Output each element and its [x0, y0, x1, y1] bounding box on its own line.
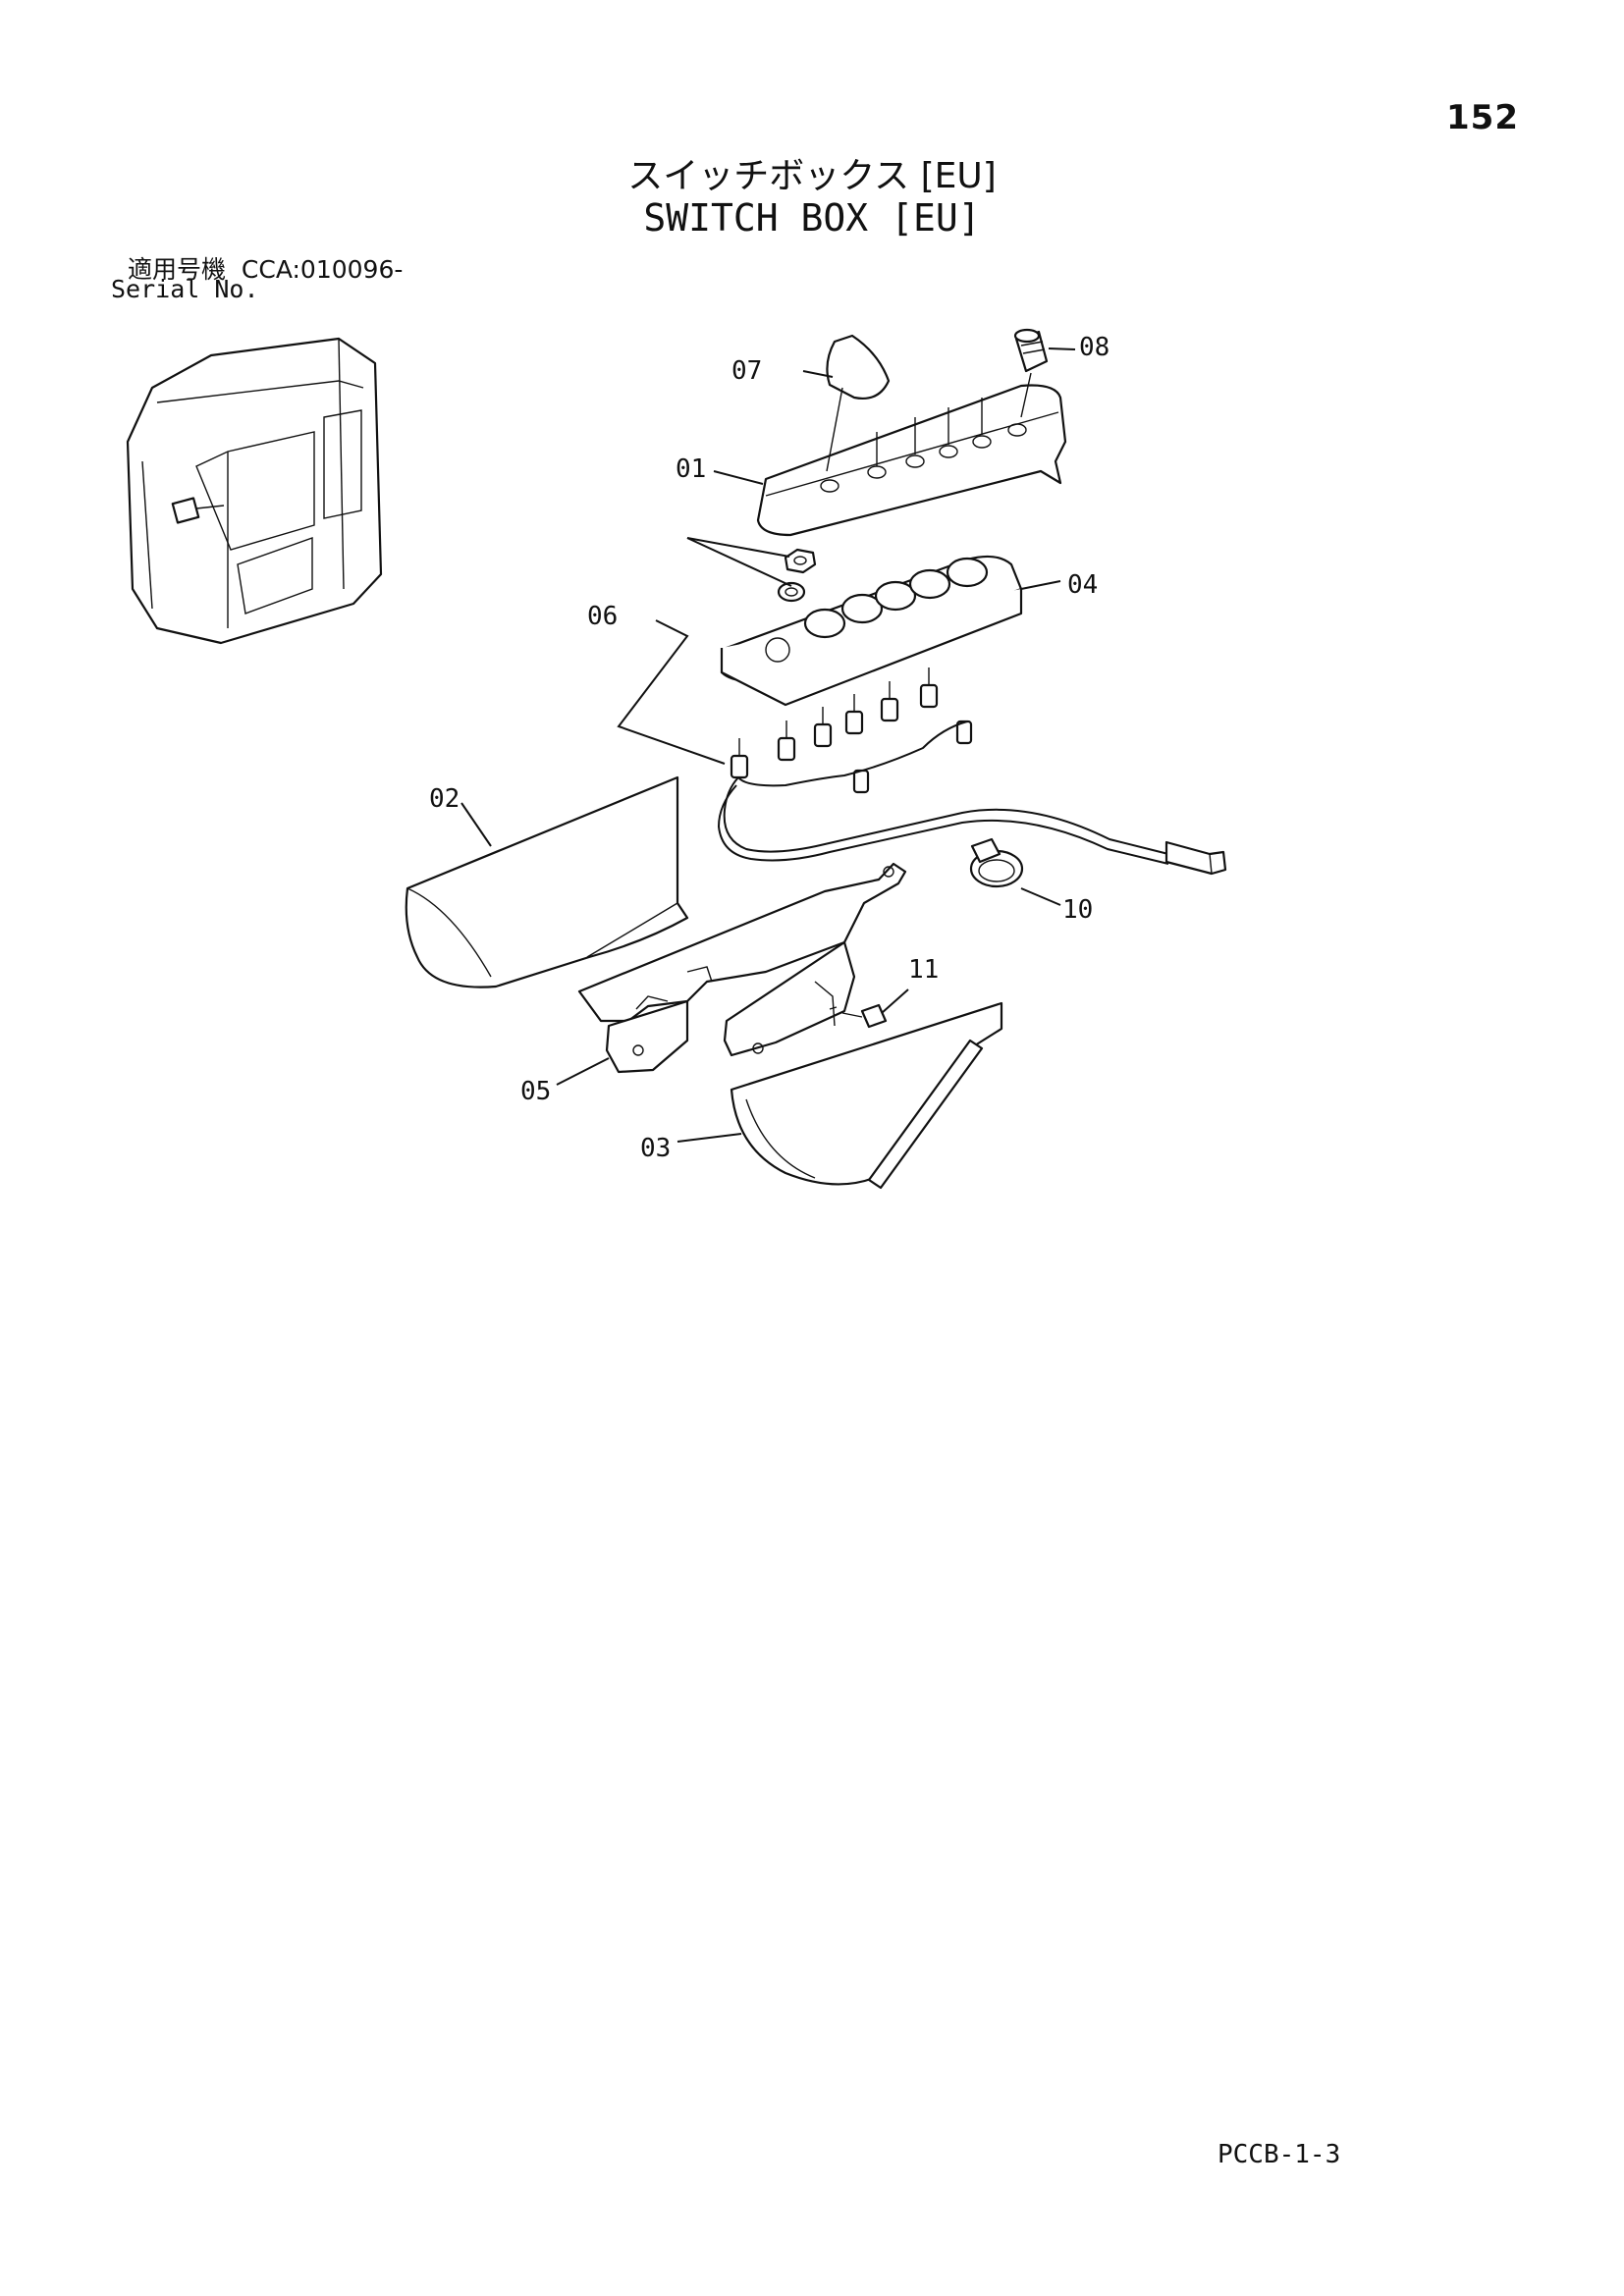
part-05-bracket	[577, 862, 907, 1074]
serial-value: CCA:010096-	[241, 255, 404, 284]
label-03: 03	[640, 1134, 671, 1163]
label-08: 08	[1079, 333, 1110, 362]
serial-label-english: Serial No.	[111, 275, 259, 303]
part-04-switch-housing	[720, 555, 1023, 707]
label-07: 07	[731, 356, 762, 386]
label-02: 02	[429, 784, 460, 814]
part-01-cover	[756, 384, 1067, 537]
page-number: 152	[1446, 98, 1519, 137]
serial-line-japanese: 適用号機 CCA:010096-	[128, 250, 403, 286]
cab-locator-illustration	[126, 337, 383, 645]
part-07-knob-cap	[826, 334, 891, 472]
leader-lines	[460, 347, 1076, 1143]
title-japanese: スイッチボックス [EU]	[627, 156, 997, 196]
label-01: 01	[676, 454, 706, 484]
part-02-left-cover	[405, 775, 689, 988]
label-06: 06	[587, 602, 618, 631]
label-05: 05	[520, 1077, 551, 1106]
part-06-nut-washer	[777, 548, 817, 603]
part-10-clamp	[969, 837, 1024, 888]
part-08-knob	[1013, 328, 1049, 418]
part-labels: 07 08 01 04 06 02 10 11 05 03	[429, 333, 1110, 1163]
footer-code: PCCB-1-3	[1218, 2140, 1341, 2169]
switch-harness	[717, 667, 1227, 876]
label-04: 04	[1067, 570, 1098, 600]
title-english: SWITCH BOX [EU]	[643, 196, 981, 240]
serial-label-jp: 適用号機	[128, 255, 227, 284]
part-03-right-cover	[730, 1001, 1003, 1190]
label-11: 11	[908, 955, 939, 985]
part-11-screw	[829, 1003, 888, 1029]
label-10: 10	[1062, 895, 1093, 925]
